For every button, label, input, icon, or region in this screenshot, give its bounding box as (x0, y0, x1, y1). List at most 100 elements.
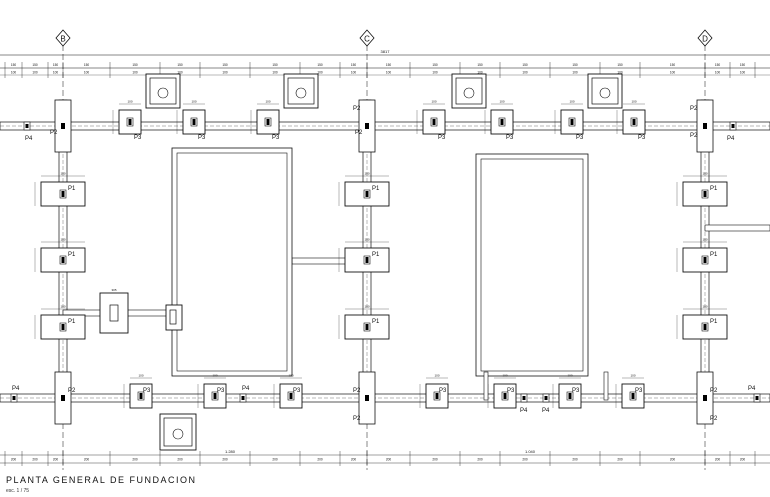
dimension-text: 200 (432, 458, 438, 462)
dimension-text: 100 (572, 71, 578, 75)
pit-layer (145, 73, 623, 451)
footing-dimension-text: 100 (702, 305, 707, 309)
dimension-text: 100 (617, 71, 623, 75)
footing-label: P1 (372, 252, 380, 258)
axis-label: D (702, 35, 708, 44)
column-core (500, 119, 504, 125)
footing-label: P1 (710, 186, 718, 192)
dimension-text: 1.280 (225, 449, 236, 454)
column-core (703, 257, 707, 263)
dimension-text: 100 (222, 71, 228, 75)
footing-dimension-text: 100 (431, 100, 436, 104)
footing-label: P1 (68, 186, 76, 192)
stub-beam (483, 371, 489, 401)
footing-label: P3 (439, 388, 447, 394)
dimension-text: 150 (84, 63, 90, 67)
dimension-text: 100 (317, 71, 323, 75)
dimension-text: 150 (53, 63, 59, 67)
dimension-text: 200 (84, 458, 90, 462)
dimension-text: 200 (132, 458, 138, 462)
column-core (755, 396, 759, 400)
column-core (703, 324, 707, 330)
dimension-text: 150 (32, 63, 38, 67)
column-core (432, 119, 436, 125)
dimension-text: 100 (386, 71, 392, 75)
footing-label: P3 (134, 135, 142, 141)
footing-label: P4 (242, 386, 250, 392)
column-core (289, 393, 293, 399)
footing-label: P1 (68, 319, 76, 325)
square-pit-inner (149, 77, 177, 105)
dimension-text: 100 (522, 71, 528, 75)
column-core (61, 123, 65, 129)
footing-dimension-text: 100 (127, 100, 132, 104)
footing-label: P2 (710, 388, 718, 394)
column-core (61, 257, 65, 263)
footing-label: P3 (272, 135, 280, 141)
axis-label: C (364, 35, 370, 44)
footing-label: P4 (727, 136, 735, 142)
pit-inner (176, 152, 288, 372)
tie-beam (704, 224, 770, 232)
dimension-text: 200 (32, 458, 38, 462)
square-pit-inner (455, 77, 483, 105)
footing-label: P3 (507, 388, 515, 394)
pit-drain (463, 87, 475, 99)
footing-label: P1 (372, 319, 380, 325)
dimension-text: 150 (177, 63, 183, 67)
footing-label: P2 (353, 388, 361, 394)
footing-dimension-text: 100 (60, 172, 65, 176)
footing-label: P4 (542, 408, 550, 414)
footing-dimension-text: 100 (60, 238, 65, 242)
column-core (435, 393, 439, 399)
column-core (241, 396, 245, 400)
pit-drain (295, 87, 307, 99)
column-core (703, 395, 707, 401)
footing-label: P4 (520, 408, 528, 414)
dimension-text: 100 (477, 71, 483, 75)
dimension-text: 100 (84, 71, 90, 75)
footing-label: P2 (353, 106, 361, 112)
column-core (731, 124, 735, 128)
column-core (128, 119, 132, 125)
footing-label: P3 (576, 135, 584, 141)
dimension-text: 200 (222, 458, 228, 462)
footing-label: P2 (353, 416, 361, 422)
footing-label: P3 (143, 388, 151, 394)
dimension-text: 200 (317, 458, 323, 462)
footing-label: P3 (293, 388, 301, 394)
footing-dimension-text: 305 (111, 288, 116, 292)
column-core (12, 396, 16, 400)
pit-drain (172, 428, 184, 440)
dimension-text: 150 (222, 63, 228, 67)
dimension-text: 200 (617, 458, 623, 462)
stub-beam (603, 371, 609, 401)
column-core (61, 191, 65, 197)
dimension-text: 150 (351, 63, 357, 67)
footing-dimension-text: 100 (702, 238, 707, 242)
footing-label: P2 (50, 130, 58, 136)
column-core (61, 324, 65, 330)
footing-label: P2 (690, 133, 698, 139)
footing-dimension-text: 100 (630, 374, 635, 378)
column-core (568, 393, 572, 399)
column-core (703, 123, 707, 129)
dimension-text: 100 (272, 71, 278, 75)
dimension-text: 100 (177, 71, 183, 75)
pit-drain (157, 87, 169, 99)
dimension-text: 150 (477, 63, 483, 67)
dimension-text: 100 (132, 71, 138, 75)
footing-label: P3 (638, 135, 646, 141)
square-pit-inner (287, 77, 315, 105)
dimension-text: 150 (572, 63, 578, 67)
column-core (61, 395, 65, 401)
footing-p1 (344, 314, 390, 340)
footing-dimension-text: 100 (191, 100, 196, 104)
footing-dimension-text: 100 (569, 100, 574, 104)
footing-label: P3 (198, 135, 206, 141)
dimension-text: 150 (522, 63, 528, 67)
footing-dimension-text: 100 (212, 374, 217, 378)
